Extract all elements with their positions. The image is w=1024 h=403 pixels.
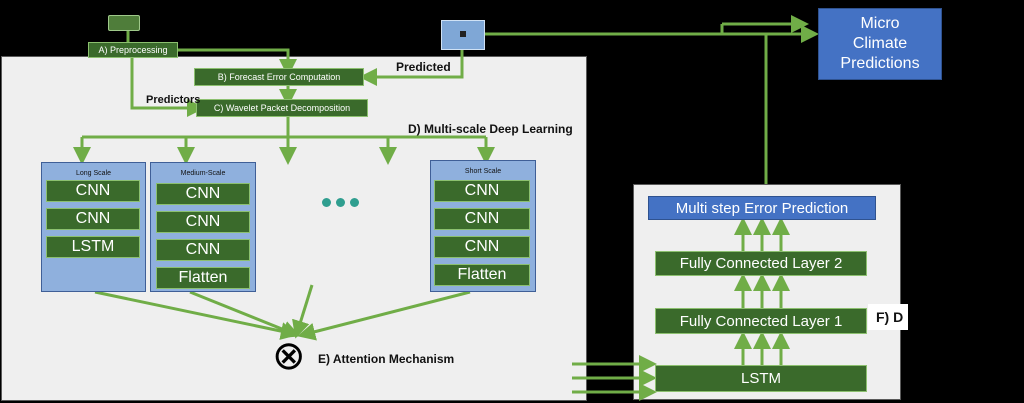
multi-step-error-box: Multi step Error Prediction xyxy=(648,196,876,220)
lstm-layer: LSTM xyxy=(655,365,867,392)
ellipsis-dot xyxy=(336,198,345,207)
short-cnn-1: CNN xyxy=(434,180,530,202)
satellite-icon xyxy=(441,20,485,50)
medium-cnn-1: CNN xyxy=(156,183,250,205)
medium-scale-title: Medium-Scale xyxy=(180,170,226,177)
multiscale-label: D) Multi-scale Deep Learning xyxy=(408,122,573,136)
micro-climate-predictions-box: Micro Climate Predictions xyxy=(818,8,942,80)
output-line-2: Climate xyxy=(852,35,908,52)
short-cnn-3: CNN xyxy=(434,236,530,258)
attention-symbol: ⊗ xyxy=(272,334,306,378)
medium-cnn-3: CNN xyxy=(156,239,250,261)
medium-cnn-2: CNN xyxy=(156,211,250,233)
f-label-backdrop xyxy=(868,304,908,330)
long-cnn-2: CNN xyxy=(46,208,140,230)
short-scale-title: Short Scale xyxy=(464,168,502,175)
predictors-label: Predictors xyxy=(146,94,201,106)
attention-label: E) Attention Mechanism xyxy=(318,352,455,366)
long-cnn-1: CNN xyxy=(46,180,140,202)
forecast-error-box: B) Forecast Error Computation xyxy=(194,68,364,86)
f-label: F) D xyxy=(876,309,904,325)
long-lstm: LSTM xyxy=(46,236,140,258)
ellipsis-dot xyxy=(322,198,331,207)
wavelet-decomposition-box: C) Wavelet Packet Decomposition xyxy=(196,99,368,117)
fc-layer-2: Fully Connected Layer 2 xyxy=(655,251,867,276)
ellipsis-dot xyxy=(350,198,359,207)
output-line-3: Predictions xyxy=(840,55,920,72)
short-flatten: Flatten xyxy=(434,264,530,286)
output-line-1: Micro xyxy=(860,15,900,32)
predicted-label: Predicted xyxy=(396,60,451,74)
fc-layer-1: Fully Connected Layer 1 xyxy=(655,308,867,334)
short-cnn-2: CNN xyxy=(434,208,530,230)
medium-flatten: Flatten xyxy=(156,267,250,289)
long-scale-title: Long Scale xyxy=(75,170,112,177)
preprocessing-box: A) Preprocessing xyxy=(88,42,178,58)
weather-station-icon xyxy=(108,15,140,31)
